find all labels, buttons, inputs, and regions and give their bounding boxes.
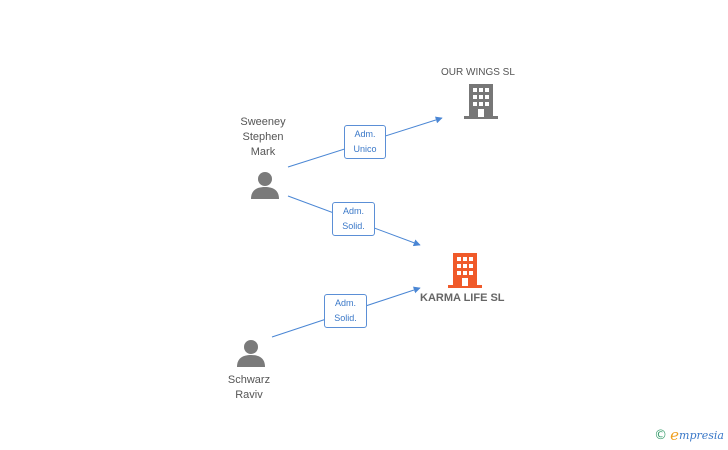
person-label-sweeney[interactable]: Sweeney Stephen Mark xyxy=(240,116,286,158)
edge-role-line1: Adm. xyxy=(334,298,356,308)
building-icon-highlight[interactable] xyxy=(448,253,482,289)
copyright-icon: © xyxy=(654,427,668,443)
edge-role-tag: Adm. Solid. xyxy=(332,202,375,236)
edge-role-line1: Adm. xyxy=(342,206,364,216)
edge-role-line2: Solid. xyxy=(334,313,357,323)
company-label-our-wings[interactable]: OUR WINGS SL xyxy=(441,67,515,78)
person-icon[interactable] xyxy=(250,170,280,200)
edge-role-line2: Unico xyxy=(353,144,377,154)
person-label-schwarz[interactable]: Schwarz Raviv xyxy=(227,374,271,401)
company-label-karma-life[interactable]: KARMA LIFE SL xyxy=(420,292,505,304)
edge-role-tag: Adm. Unico xyxy=(344,125,386,159)
person-icon[interactable] xyxy=(236,338,266,368)
edge-role-tag: Adm. Solid. xyxy=(324,294,367,328)
building-icon[interactable] xyxy=(464,84,498,120)
watermark-text: mpresia xyxy=(679,428,724,442)
watermark-initial: e xyxy=(670,426,680,444)
edge-role-line1: Adm. xyxy=(354,129,376,139)
empresia-watermark: © e mpresia xyxy=(654,426,724,444)
edge-role-line2: Solid. xyxy=(342,221,365,231)
